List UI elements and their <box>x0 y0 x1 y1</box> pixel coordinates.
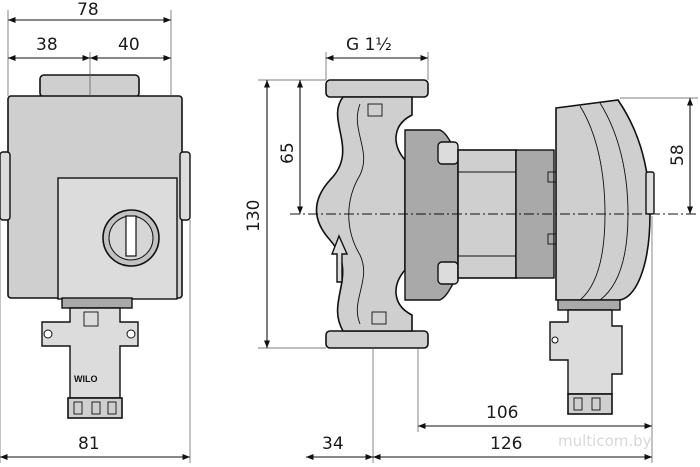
housing-left-lug <box>0 151 11 221</box>
dim-top-right: 40 <box>118 35 140 55</box>
front-view: WILO 78 38 40 81 <box>0 0 191 463</box>
dim-depth-inner: 106 <box>486 403 518 423</box>
plug-side <box>549 299 623 415</box>
plug-front: WILO <box>41 307 139 419</box>
dim-height-total: 130 <box>244 200 264 232</box>
dim-top-total: 78 <box>77 0 99 20</box>
dim-thread: G 1½ <box>346 35 392 55</box>
watermark: multicom.by <box>558 432 652 450</box>
control-knob <box>102 209 160 267</box>
dim-depth-total: 126 <box>490 434 522 454</box>
dim-height-right: 58 <box>668 144 688 166</box>
top-flange <box>325 79 429 98</box>
flow-arrow <box>330 234 349 283</box>
dim-top-left: 38 <box>36 35 58 55</box>
side-view: G 1½ 65 130 58 106 34 126 <box>244 35 698 463</box>
motor-side <box>404 129 557 301</box>
wilo-logo: WILO <box>74 374 98 384</box>
front-bottom-bracket <box>61 297 133 309</box>
electronics-head <box>555 99 655 301</box>
terminal-box-top <box>39 74 140 98</box>
dim-bottom-left: 81 <box>78 434 100 454</box>
housing-right-lug <box>179 151 191 221</box>
dim-height-upper: 65 <box>278 142 298 164</box>
dim-depth-flange: 34 <box>322 434 344 454</box>
bottom-flange <box>325 330 429 349</box>
